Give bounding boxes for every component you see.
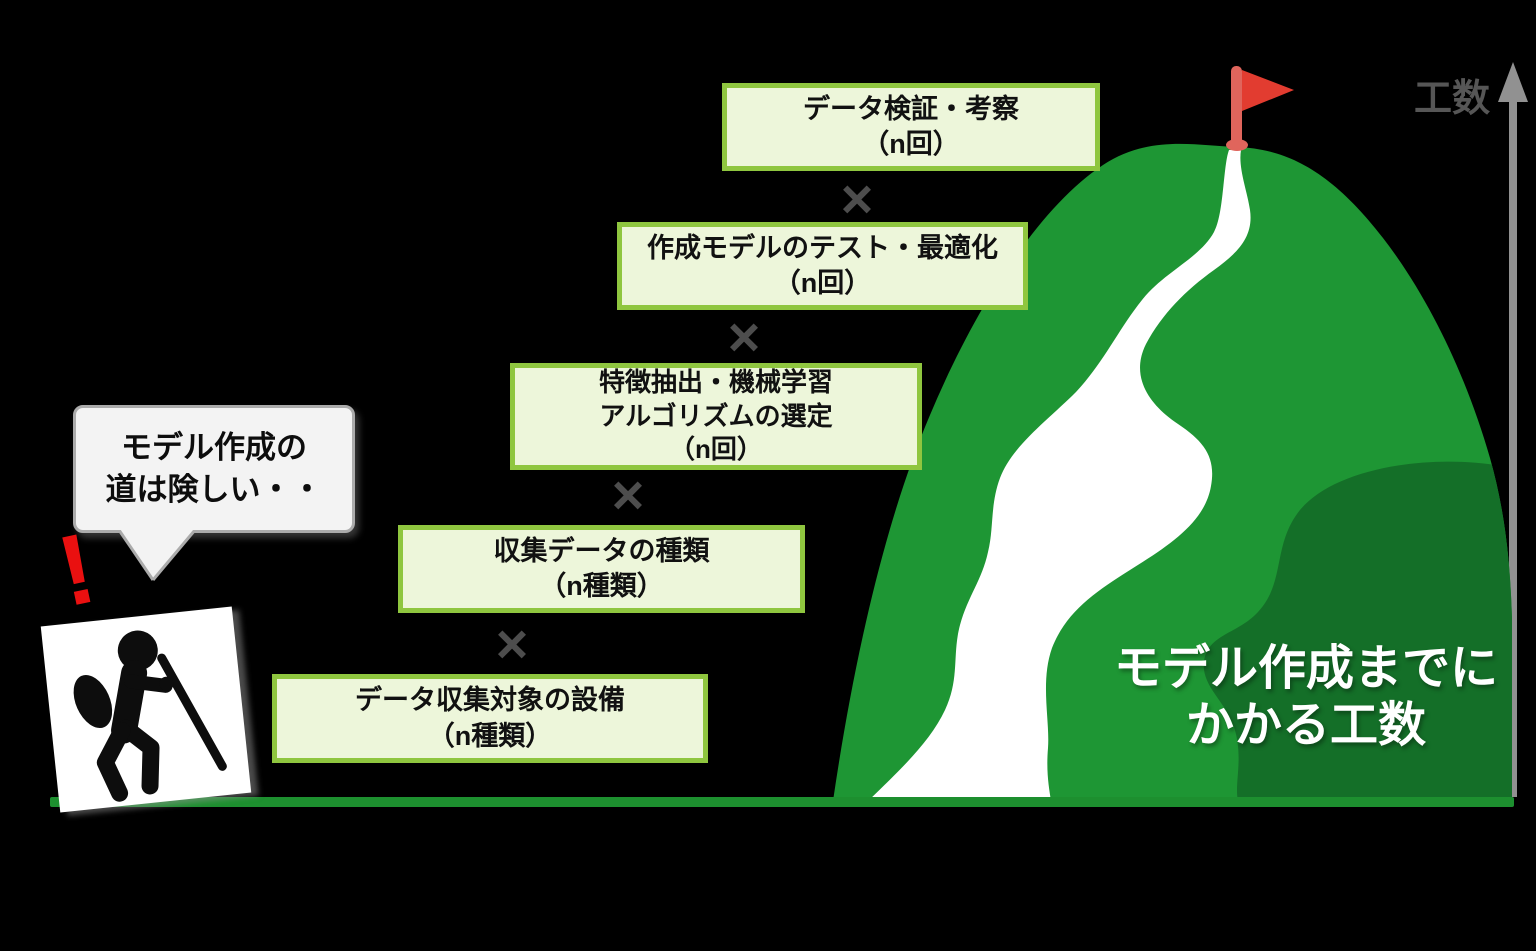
speech-bubble-line: 道は険しい・・ [105, 472, 323, 507]
step-box-feature-extraction-algorithm: 特徴抽出・機械学習 アルゴリズムの選定 （n回） [510, 363, 922, 470]
step-box-model-test-optimization: 作成モデルのテスト・最適化 （n回） [617, 222, 1028, 310]
hiker-card [40, 606, 252, 813]
step-box-line: 特徴抽出・機械学習 [598, 366, 833, 397]
step-box-line: （n回） [862, 129, 960, 159]
step-box-line: データ検証・考察 [803, 93, 1019, 124]
mountain-caption: モデル作成までに かかる工数 [1100, 641, 1512, 754]
multiply-symbol: × [495, 612, 529, 675]
ground-line [50, 797, 1514, 807]
step-box-line: （n回） [773, 268, 872, 298]
mountain-caption-line: かかる工数 [1185, 698, 1426, 752]
trail-path [868, 150, 1251, 801]
step-box-line: データ収集対象の設備 [355, 685, 625, 716]
speech-bubble-line: モデル作成の [121, 430, 307, 466]
flag-icon [1226, 66, 1294, 151]
multiply-symbol: × [727, 305, 761, 368]
step-box-line: （n種類） [427, 720, 553, 751]
step-box-target-equipment: データ収集対象の設備 （n種類） [272, 674, 708, 763]
speech-bubble-tail [117, 530, 197, 581]
hiker-icon [73, 630, 227, 802]
step-box-line: アルゴリズムの選定 [599, 400, 833, 431]
up-arrow-icon [1498, 62, 1528, 797]
step-box-line: 作成モデルのテスト・最適化 [647, 232, 998, 263]
mountain-shadow [1203, 461, 1512, 801]
step-box-line: 収集データの種類 [493, 535, 710, 566]
step-box-line: （n種類） [539, 571, 664, 601]
effort-axis-label: 工数 [1414, 78, 1491, 120]
mountain-caption-line: モデル作成までに [1113, 642, 1498, 695]
step-box-line: （n回） [669, 434, 763, 465]
step-box-collected-data-types: 収集データの種類 （n種類） [398, 525, 805, 613]
step-box-data-validation: データ検証・考察 （n回） [722, 83, 1100, 171]
multiply-symbol: × [611, 463, 645, 526]
multiply-symbol: × [840, 167, 874, 230]
speech-bubble: モデル作成の 道は険しい・・ [73, 405, 355, 533]
